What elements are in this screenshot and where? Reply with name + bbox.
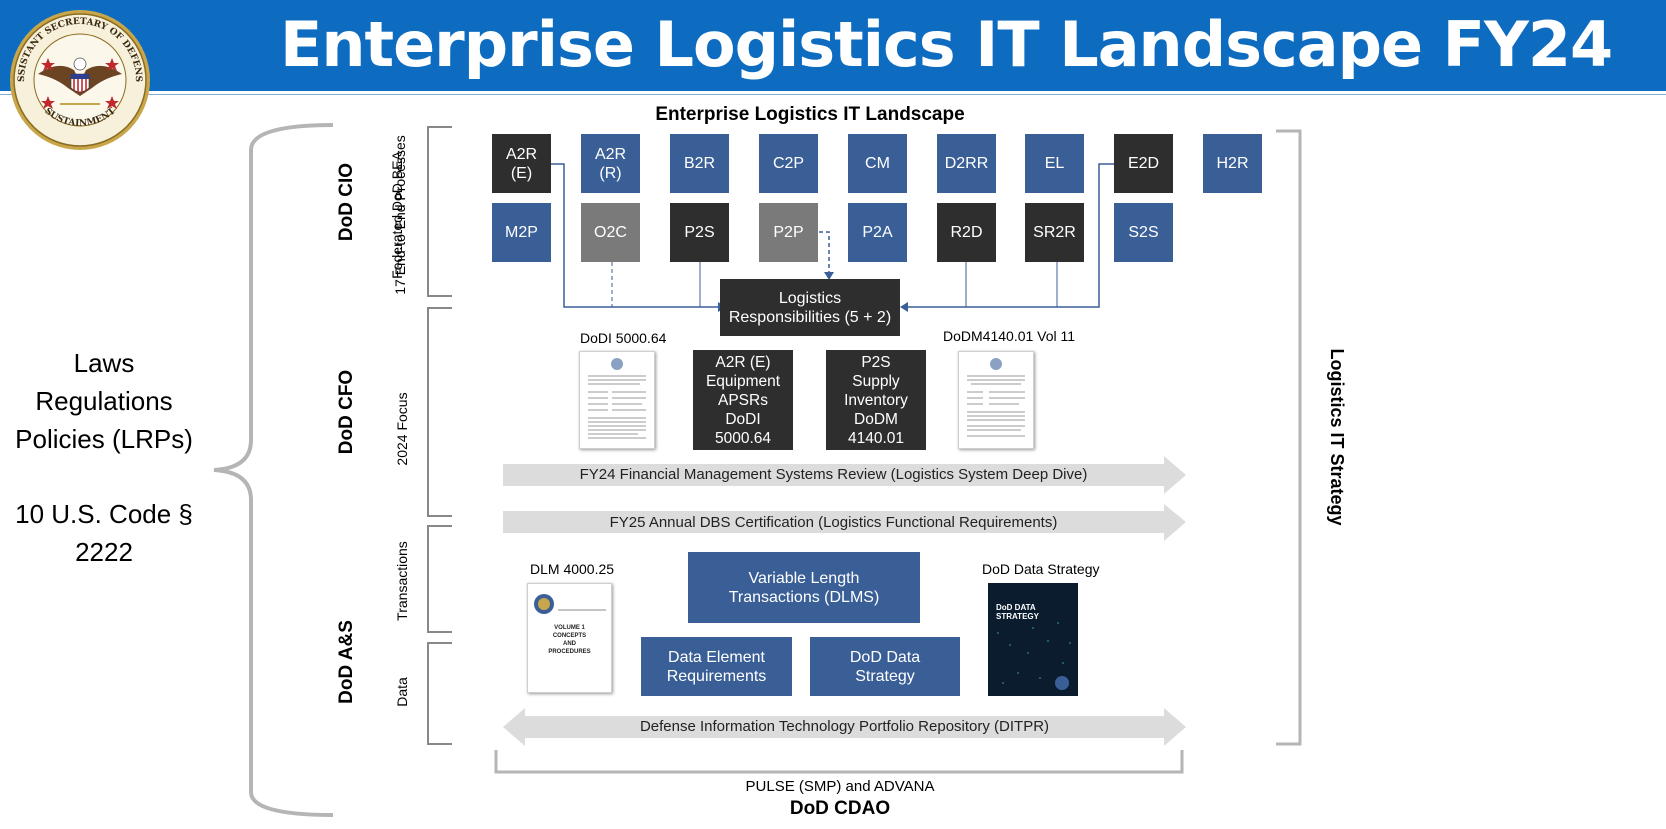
data-strategy-caption: DoD Data Strategy	[982, 561, 1100, 577]
header-divider	[0, 88, 1666, 91]
process-box-p2s: P2S	[670, 203, 729, 262]
dlm-caption: DLM 4000.25	[530, 561, 615, 577]
fy25-arrow-shape	[503, 504, 1186, 541]
process-box-el: EL	[1025, 134, 1084, 193]
strategy-bracket	[1276, 129, 1302, 746]
section-data: Data	[394, 677, 410, 707]
p2s-supply-box: P2S Supply Inventory DoDM 4140.01	[826, 350, 926, 450]
process-box-d2rr: D2RR	[937, 134, 996, 193]
process-box-p2p: P2P	[759, 203, 818, 262]
process-box-m2p: M2P	[492, 203, 551, 262]
data-element-requirements-box: Data Element Requirements	[641, 637, 792, 696]
logistics-it-strategy-label: Logistics IT Strategy	[1327, 348, 1347, 526]
dlms-box: Variable Length Transactions (DLMS)	[688, 552, 920, 623]
header-divider-thin	[0, 94, 1666, 95]
process-box-b2r: B2R	[670, 134, 729, 193]
data-strategy-cover-title: DoD DATA STRATEGY	[996, 603, 1039, 621]
fy24-arrow-label: FY24 Financial Management Systems Review…	[579, 466, 1088, 483]
title-bar	[0, 0, 1666, 88]
logistics-responsibilities-box: Logistics Responsibilities (5 + 2)	[720, 279, 900, 336]
process-box-s2s: S2S	[1114, 203, 1173, 262]
lrp-brace	[213, 123, 334, 817]
process-box-r2d: R2D	[937, 203, 996, 262]
process-box-h2r: H2R	[1203, 134, 1262, 193]
dodm-document-thumbnail	[958, 351, 1034, 449]
dodi-caption: DoDI 5000.64	[580, 330, 667, 346]
process-box-cm: CM	[848, 134, 907, 193]
cio-bracket	[427, 126, 452, 297]
dod-cdao-label: DoD CDAO	[789, 798, 891, 819]
dlm-document-title: VOLUME 1 CONCEPTS AND PROCEDURES	[548, 625, 591, 655]
data-bracket	[427, 642, 452, 745]
diagram-title: Enterprise Logistics IT Landscape	[655, 104, 965, 125]
section-cio-sub-2: 17 End-to-End Processes	[392, 135, 408, 295]
asd-sustainment-seal-logo: ASSISTANT SECRETARY OF DEFENSE SUSTAINME…	[8, 8, 150, 150]
lrp-line-regulations: Regulations	[35, 386, 173, 416]
ditpr-arrow-shape	[503, 708, 1186, 746]
process-box-e2d: E2D	[1114, 134, 1173, 193]
lrp-label: Laws Regulations Policies (LRPs)	[0, 344, 208, 458]
dod-data-strategy-box: DoD Data Strategy	[810, 637, 960, 696]
ditpr-arrow-label: Defense Information Technology Portfolio…	[639, 718, 1050, 735]
process-box-o2c: O2C	[581, 203, 640, 262]
section-dod-cfo: DoD CFO	[336, 369, 357, 455]
process-box-a2rr: A2R (R)	[581, 134, 640, 193]
process-box-p2a: P2A	[848, 203, 907, 262]
page-title: Enterprise Logistics IT Landscape FY24	[280, 8, 1613, 81]
dodm-caption: DoDM4140.01 Vol 11	[943, 328, 1076, 344]
section-dod-cio: DoD CIO	[336, 162, 357, 242]
data-strategy-cover-image: DoD DATA STRATEGY	[988, 583, 1078, 696]
us-code-line-2: 2222	[75, 537, 133, 567]
dodi-document-thumbnail	[579, 351, 655, 449]
process-box-a2re: A2R (E)	[492, 134, 551, 193]
cfo-bracket	[427, 307, 452, 517]
a2r-equipment-box: A2R (E) Equipment APSRs DoDI 5000.64	[693, 350, 793, 450]
us-code-label: 10 U.S. Code § 2222	[0, 495, 208, 571]
section-dod-as: DoD A&S	[336, 620, 357, 704]
pulse-advana-label: PULSE (SMP) and ADVANA	[745, 778, 935, 795]
cdao-bracket	[494, 750, 1184, 774]
fy24-arrow-shape	[503, 456, 1186, 494]
transactions-bracket	[427, 525, 452, 633]
section-transactions: Transactions	[394, 541, 410, 621]
lrp-line-laws: Laws	[73, 348, 135, 378]
section-cfo-sub: 2024 Focus	[394, 392, 410, 466]
us-code-line-1: 10 U.S. Code §	[15, 499, 193, 529]
fy25-arrow-label: FY25 Annual DBS Certification (Logistics…	[609, 514, 1058, 531]
process-box-sr2r: SR2R	[1025, 203, 1084, 262]
lrp-line-policies: Policies (LRPs)	[15, 424, 193, 454]
dlm-document-thumbnail: VOLUME 1 CONCEPTS AND PROCEDURES	[527, 583, 612, 693]
process-box-c2p: C2P	[759, 134, 818, 193]
